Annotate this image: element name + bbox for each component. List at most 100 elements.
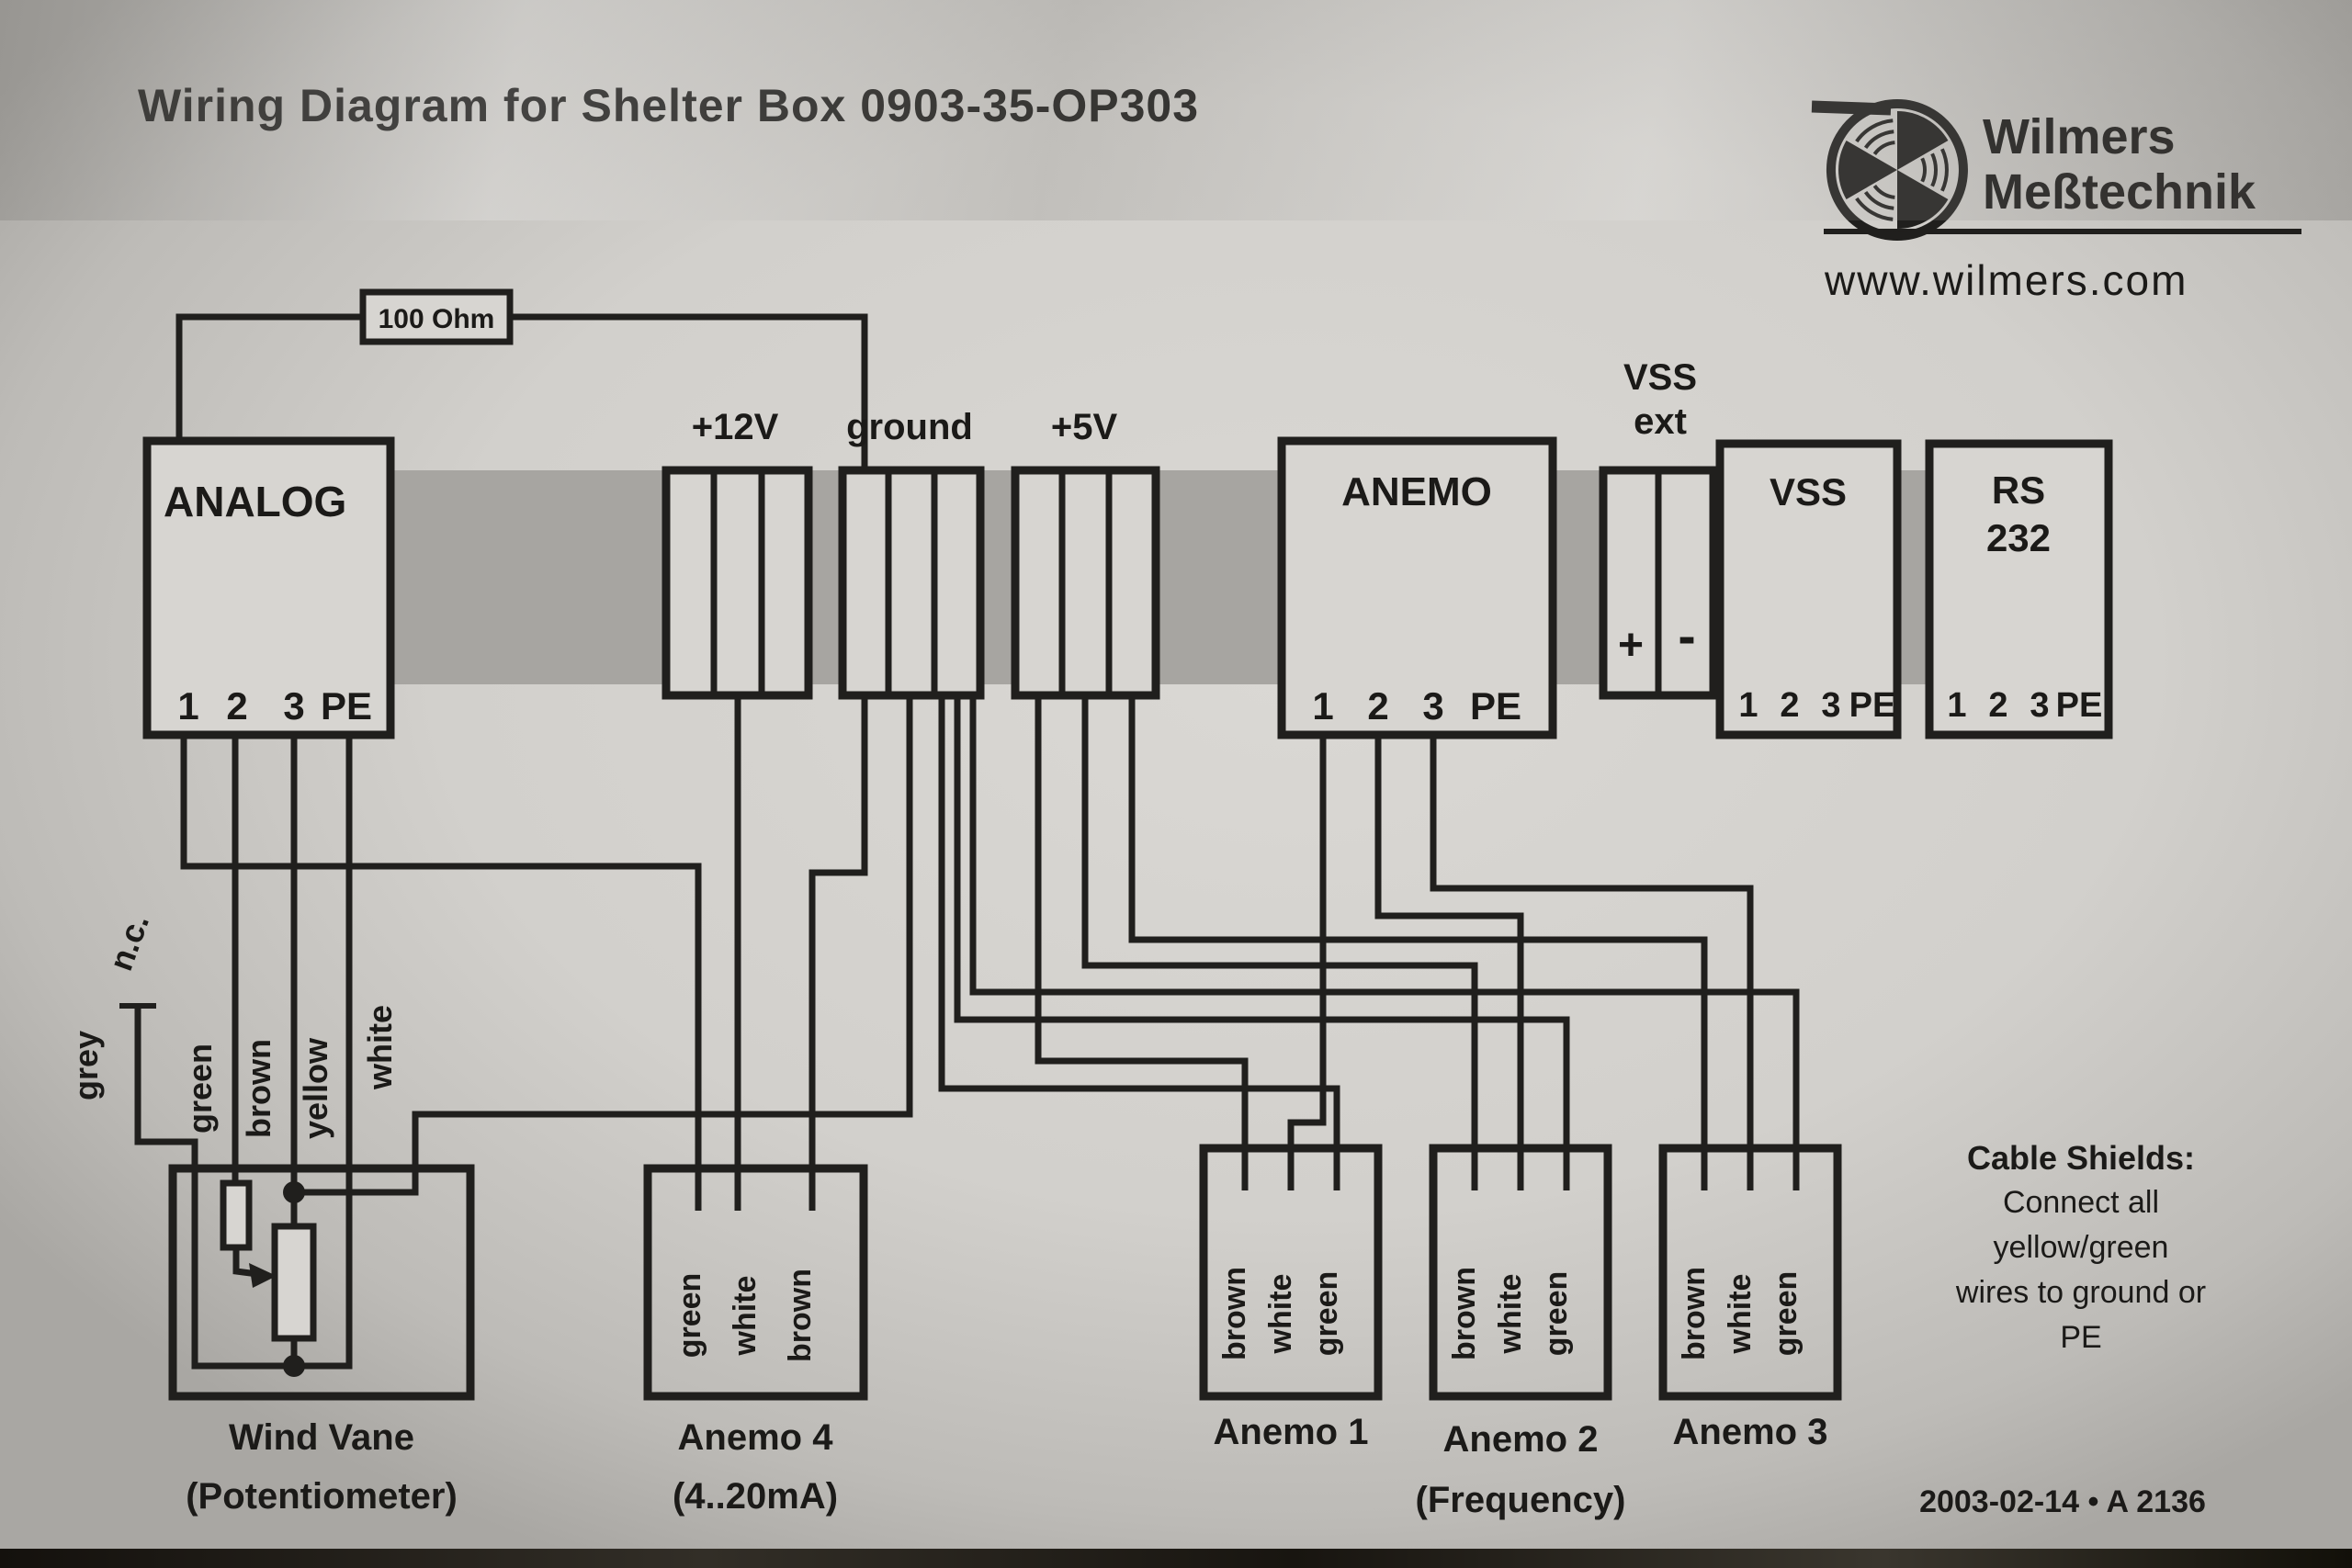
cable-shields-line: PE: [2060, 1320, 2102, 1355]
analog-box: [142, 436, 395, 739]
anemo-terminal: PE: [1470, 684, 1521, 728]
pot-series-resistor: [220, 1179, 253, 1251]
anemo4-wire-label: brown: [783, 1269, 818, 1362]
plus5v-terminal-block: [1011, 466, 1160, 700]
anemo2-wire-label: white: [1493, 1274, 1528, 1355]
logo-fan-blade: [1897, 111, 1949, 170]
analog-box-title: ANALOG: [164, 478, 346, 525]
wire-label-green: green: [181, 1043, 219, 1134]
cable-band-vss-rs232: [1897, 470, 1929, 684]
resistor-value: 100 Ohm: [379, 304, 495, 334]
rs232-box-title-line1: RS: [1992, 468, 2045, 512]
label-plus5v: +5V: [1051, 407, 1118, 447]
wire-label-nc: n.c.: [101, 909, 156, 976]
label-ground: ground: [846, 407, 973, 447]
rs232-box: [1925, 439, 2113, 739]
wire-label-yellow: yellow: [297, 1037, 334, 1139]
caption-anemo3: Anemo 3: [1673, 1412, 1828, 1452]
vss-terminal: 1: [1738, 686, 1758, 725]
anemo2-wire-label: green: [1539, 1271, 1574, 1357]
page-title: Wiring Diagram for Shelter Box 0903-35-O…: [138, 80, 1200, 131]
logo-arc: [1855, 197, 1894, 221]
wire-5v3-to-anemo3-brown: [1128, 695, 1708, 1190]
anemo3-wire-label: green: [1769, 1271, 1804, 1357]
junction-dot: [283, 1181, 305, 1203]
logo-ring: [1826, 99, 1968, 241]
wind-vane-box: [168, 1164, 475, 1401]
wire-label-grey: grey: [67, 1031, 105, 1100]
cable-shields-line: wires to ground or: [1955, 1275, 2207, 1310]
rs232-terminal: PE: [2056, 686, 2103, 725]
caption-anemo4-line1: Anemo 4: [678, 1417, 834, 1458]
wire-windvane-white-to-ground: [294, 695, 913, 1196]
wire-anemo-t1-to-anemo1-white: [1287, 735, 1327, 1190]
anemo-terminal: 1: [1312, 684, 1333, 728]
cable-shields-heading: Cable Shields:: [1966, 1139, 2196, 1177]
anemo-box-title: ANEMO: [1341, 469, 1492, 514]
wire-analog-to-100ohm: [175, 313, 366, 441]
label-vss-ext-line2: ext: [1634, 401, 1687, 442]
cable-band-anemo-vss: [1553, 470, 1603, 684]
caption-anemo2-line1: Anemo 2: [1443, 1419, 1599, 1460]
caption-anemo2-line2: (Frequency): [1416, 1480, 1626, 1520]
junction-dot: [283, 1355, 305, 1377]
vss-ext-plus: +: [1618, 621, 1644, 670]
cable-shields-note: Cable Shields: Connect all yellow/green …: [1870, 1135, 2292, 1360]
anemo1-wire-label: white: [1263, 1274, 1298, 1355]
wire-ground1-to-anemo1-green: [938, 695, 1340, 1190]
label-plus12v: +12V: [692, 407, 779, 447]
wire-5v2-to-anemo2-brown: [1081, 695, 1478, 1190]
rs232-box-title-line2: 232: [1986, 516, 2051, 559]
anemo-terminal: 2: [1367, 684, 1388, 728]
photo-bottom-edge: [0, 1549, 2352, 1568]
vss-terminal: PE: [1849, 686, 1896, 725]
logo-arc: [1920, 157, 1928, 183]
pot-main-resistor: [271, 1223, 317, 1342]
wire-label-white: white: [361, 1005, 399, 1090]
resistor-100ohm: [359, 288, 514, 345]
rs232-terminal: 1: [1947, 686, 1966, 725]
wiper-arrowhead: [249, 1263, 277, 1288]
vss-box-title: VSS: [1770, 470, 1847, 513]
logo-arc: [1872, 184, 1895, 199]
vss-terminal: 2: [1780, 686, 1799, 725]
anemo1-wire-label: brown: [1217, 1267, 1252, 1360]
anemo3-wire-label: brown: [1677, 1267, 1712, 1360]
wire-analog1-to-anemo4-green: [180, 735, 702, 1211]
plus12v-terminal-block: [662, 466, 813, 700]
cable-shields-line: yellow/green: [1993, 1230, 2169, 1265]
logo-fan-blade: [1897, 170, 1949, 229]
label-vss-ext-line1: VSS: [1623, 357, 1697, 398]
analog-terminal: 3: [283, 684, 304, 728]
anemo4-wire-label: white: [728, 1276, 763, 1357]
logo-arc: [1855, 118, 1894, 143]
logo-fan-blade: [1838, 141, 1897, 199]
vss-terminal: 3: [1821, 686, 1840, 725]
logo-arc: [1930, 152, 1938, 187]
caption-anemo1: Anemo 1: [1214, 1412, 1369, 1452]
logo-company-name: Wilmers: [1983, 109, 2176, 164]
logo-company-name-line2: Meßtechnik: [1983, 164, 2256, 220]
logo-arc: [1940, 148, 1949, 192]
rs232-terminal: 3: [2030, 686, 2049, 725]
caption-anemo4-line2: (4..20mA): [673, 1476, 838, 1517]
caption-wind-vane-line1: Wind Vane: [229, 1417, 414, 1458]
wire-grey-loop-yellow-to-analog-pe: [134, 735, 353, 1370]
cable-shields-line: Connect all: [2002, 1185, 2160, 1220]
anemo3-wire-label: white: [1723, 1274, 1758, 1355]
wire-label-brown: brown: [240, 1039, 277, 1138]
vss-box: [1715, 439, 1902, 739]
website-url: www.wilmers.com: [1825, 256, 2188, 304]
logo-arc: [1872, 141, 1895, 156]
analog-terminal: 1: [177, 684, 198, 728]
analog-terminal: 2: [226, 684, 247, 728]
caption-wind-vane-line2: (Potentiometer): [186, 1476, 458, 1517]
date-reference: 2003-02-14 • A 2136: [1919, 1484, 2206, 1519]
anemo4-box: [643, 1164, 868, 1401]
wire-ground-to-anemo4-brown: [808, 695, 868, 1211]
wire-100ohm-to-ground: [507, 313, 868, 473]
logo-arc: [1863, 190, 1894, 210]
anemo-box: [1277, 436, 1557, 739]
